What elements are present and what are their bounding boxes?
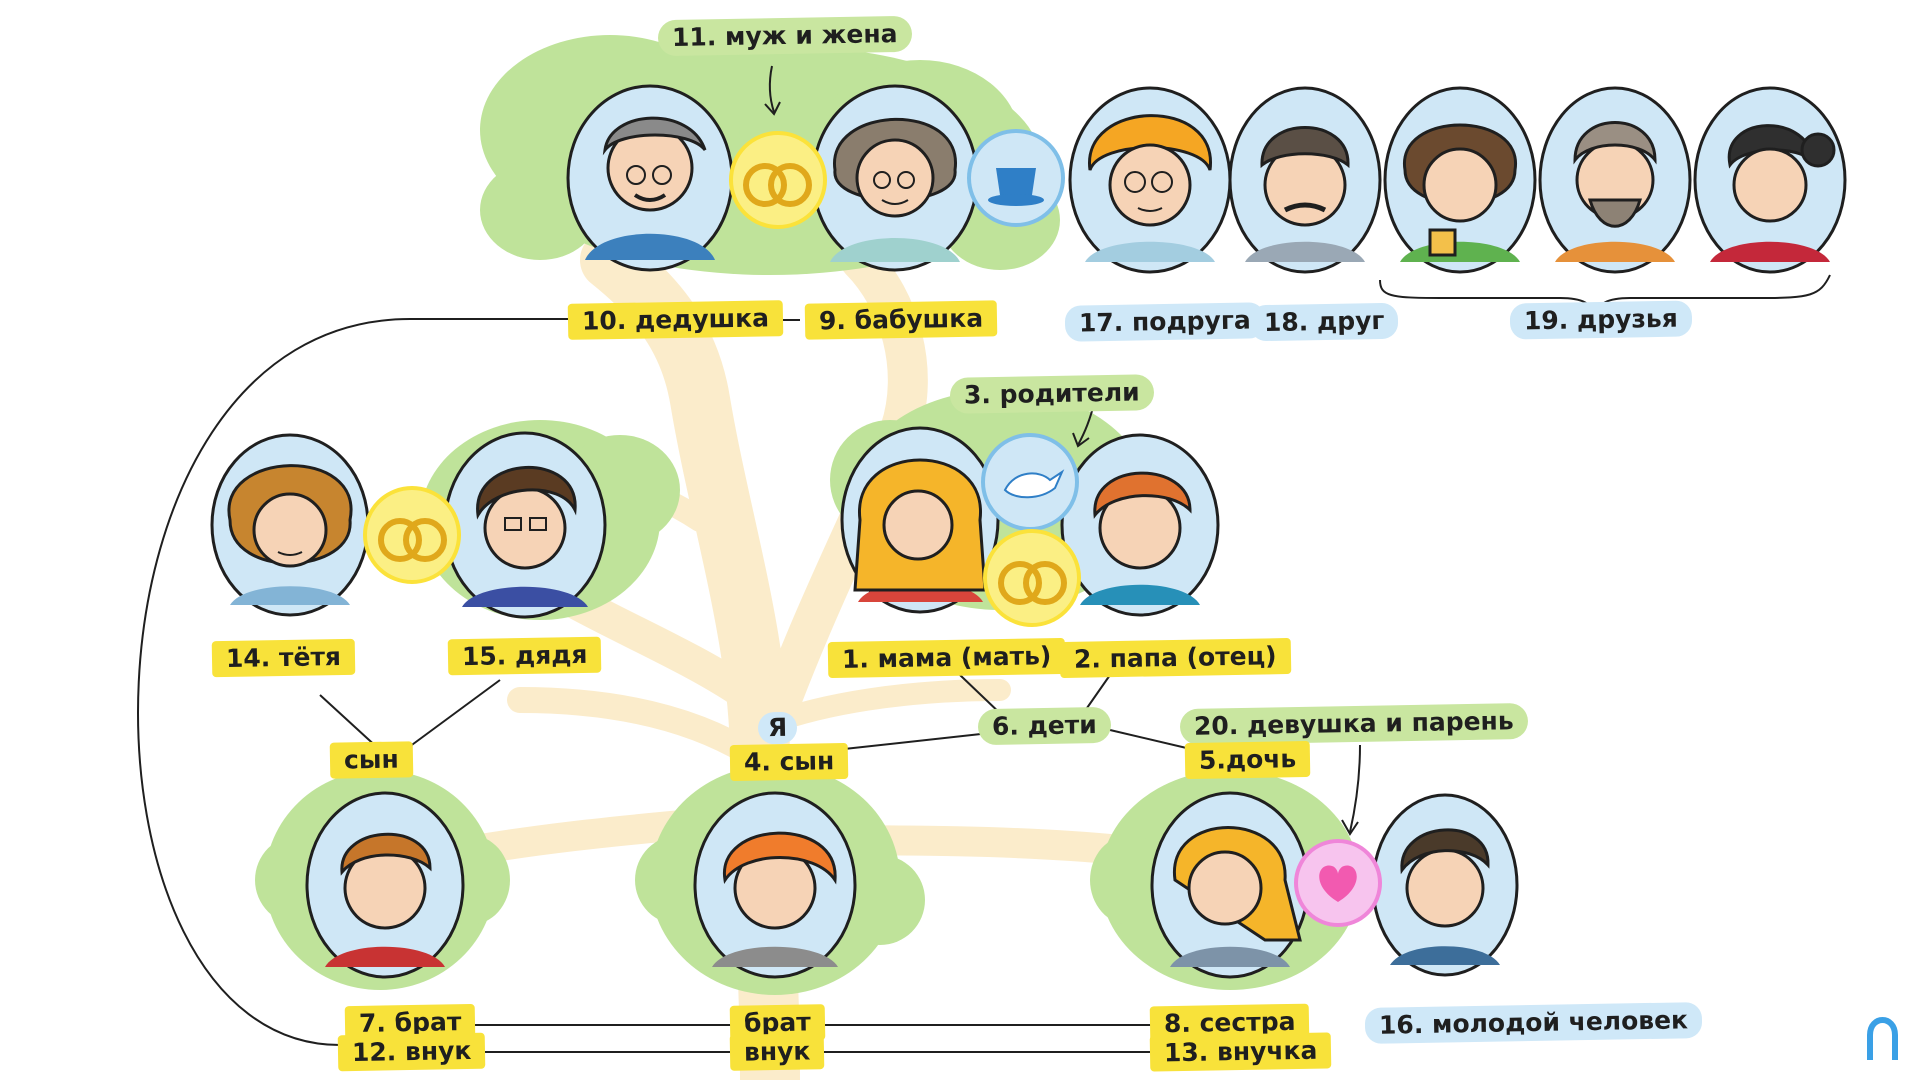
label-cousin-son: сын: [329, 741, 414, 779]
label-me: Я: [757, 711, 798, 745]
heart-icon: [1294, 839, 1382, 927]
wedding-rings-icon: [729, 131, 827, 229]
label-grandma: 9. бабушка: [804, 300, 998, 340]
stork-icon: [981, 433, 1079, 531]
label-children: 6. дети: [977, 706, 1112, 746]
label-girlfriend: 17. подруга: [1064, 302, 1266, 342]
wedding-rings-icon: [363, 486, 461, 584]
label-spouses: 11. муж и жена: [657, 15, 912, 57]
label-grandson-2: внук: [729, 1033, 825, 1071]
portrait-grandpa: [566, 84, 734, 272]
wedding-rings-icon: [983, 529, 1081, 627]
label-grandpa: 10. дедушка: [567, 300, 784, 340]
label-grandson: 12. внук: [337, 1032, 486, 1072]
portrait-boyfriend: [1371, 793, 1519, 977]
label-dad: 2. папа (отец): [1059, 637, 1291, 679]
portrait-sister: [1150, 791, 1310, 979]
portrait-friend: [1228, 86, 1382, 274]
label-son-me: 4. сын: [729, 742, 849, 782]
portrait-dad: [1060, 433, 1220, 617]
label-young-man: 16. молодой человек: [1364, 1002, 1703, 1044]
portraits: [210, 84, 1847, 979]
portrait-mom: [840, 426, 1000, 614]
label-daughter: 5.дочь: [1184, 740, 1311, 780]
brand-logo-icon: [1867, 1017, 1898, 1060]
label-granddaughter: 13. внучка: [1149, 1032, 1332, 1072]
portrait-aunt: [210, 433, 370, 617]
label-friend: 18. друг: [1249, 302, 1399, 342]
portrait-girlfriend: [1068, 86, 1232, 274]
portrait-grandma: [811, 84, 979, 272]
tea-cup-icon: [967, 129, 1065, 227]
portrait-me: [693, 791, 857, 979]
label-parents: 3. родители: [949, 374, 1154, 414]
portrait-uncle: [443, 431, 607, 619]
portrait-cousin: [305, 791, 465, 979]
label-aunt: 14. тётя: [211, 638, 356, 678]
label-couple: 20. девушка и парень: [1179, 702, 1528, 746]
portrait-friend-woman-2: [1693, 86, 1847, 274]
label-uncle: 15. дядя: [447, 636, 602, 676]
label-mom: 1. мама (мать): [827, 637, 1066, 679]
label-friends: 19. друзья: [1509, 300, 1693, 340]
portrait-friend-woman-1: [1383, 86, 1537, 274]
portrait-friend-man: [1538, 86, 1692, 274]
